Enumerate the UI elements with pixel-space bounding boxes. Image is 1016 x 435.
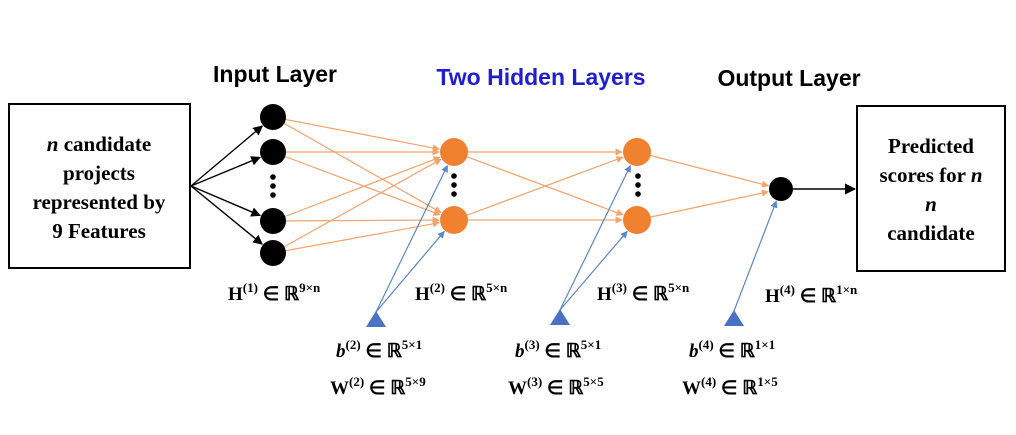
bias-edge-4-1	[733, 200, 778, 312]
hidden1-node-2	[440, 206, 468, 234]
h2-label: H(2) ∈ ℝ5×n	[415, 280, 508, 305]
output-box-line-3: n	[925, 192, 937, 216]
output-node	[769, 177, 793, 201]
edge-input4-h1n2	[272, 220, 440, 254]
nodes-layer	[260, 104, 793, 266]
input-box-line-1: n candidate	[47, 132, 151, 156]
edge-input1-h1n2	[272, 116, 442, 214]
input-arrow-3	[190, 185, 262, 217]
bias-marker-3	[550, 309, 570, 325]
output-layer-heading: Output Layer	[717, 65, 860, 91]
w3-label: W(3) ∈ ℝ5×5	[508, 374, 604, 399]
input-node-4	[260, 240, 286, 266]
bias-edge-3-2	[559, 230, 628, 311]
edge-input2-h1n2	[272, 151, 441, 216]
h3-label: H(3) ∈ ℝ5×n	[597, 280, 690, 305]
input-box-line-3: represented by	[33, 190, 166, 214]
b4-label: b(4) ∈ ℝ1×1	[689, 337, 775, 362]
input-node-1	[260, 104, 286, 130]
output-box-line-1: Predicted	[888, 134, 974, 158]
bias-marker-2	[366, 311, 386, 327]
input-node-2	[260, 139, 286, 165]
edges-layer	[190, 116, 857, 313]
hidden1-ellipsis	[451, 173, 457, 197]
b2-label: b(2) ∈ ℝ5×1	[336, 337, 422, 362]
bias-edge-2-1	[375, 164, 448, 313]
output-box-line-4: candidate	[887, 221, 975, 245]
input-arrow-1	[190, 125, 264, 187]
bias-edge-2-2	[375, 230, 445, 313]
input-node-3	[260, 208, 286, 234]
input-arrow-2	[190, 156, 261, 187]
hidden1-node-1	[440, 138, 468, 166]
input-box-line-4: 9 Features	[52, 219, 146, 243]
hidden-layers-heading: Two Hidden Layers	[436, 64, 645, 90]
edge-input3-h1n2	[272, 216, 440, 224]
edge-h2n2-out	[636, 189, 769, 221]
bias-marker-4	[724, 310, 744, 326]
edge-input1-h1n1	[272, 116, 440, 152]
output-box	[856, 105, 1006, 272]
edge-input3-h1n1	[272, 156, 441, 222]
w4-label: W(4) ∈ ℝ1×5	[682, 374, 778, 399]
edge-h1n1-h2n2	[453, 151, 624, 216]
output-box-line-2: scores for n	[879, 163, 982, 187]
h1-label: H(1) ∈ ℝ9×n	[228, 280, 321, 305]
h4-label: H(4) ∈ ℝ1×n	[765, 282, 858, 307]
edge-h2n1-out	[636, 151, 770, 188]
input-ellipsis	[270, 174, 276, 198]
input-layer-heading: Input Layer	[213, 61, 337, 87]
w2-label: W(2) ∈ ℝ5×9	[330, 374, 426, 399]
b3-label: b(3) ∈ ℝ5×1	[515, 337, 601, 362]
input-arrow-4	[190, 185, 263, 245]
edge-input4-h1n1	[272, 158, 442, 254]
hidden2-node-1	[623, 138, 651, 166]
hidden2-ellipsis	[635, 173, 641, 197]
hidden2-node-2	[623, 206, 651, 234]
edge-h1n2-h2n1	[453, 156, 624, 221]
input-box-line-2: projects	[63, 161, 135, 185]
bias-edge-3-1	[559, 164, 631, 311]
input-box	[8, 103, 191, 269]
